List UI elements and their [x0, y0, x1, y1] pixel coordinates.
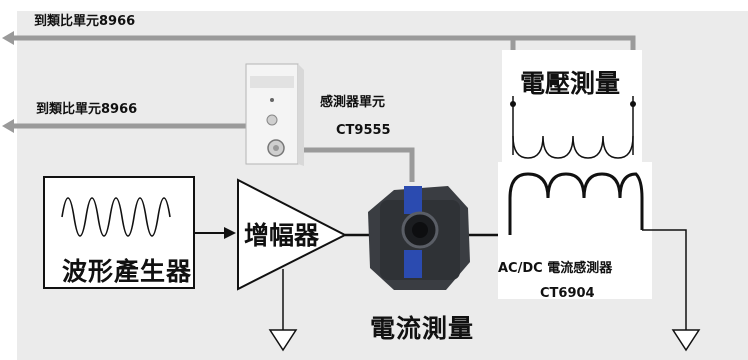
gen-to-amp-arrowhead	[224, 227, 236, 239]
mid-output-arrowhead	[2, 119, 14, 133]
current-measure-label: 電流測量	[370, 314, 475, 343]
current-coil	[508, 172, 644, 235]
voltage-measure-label: 電壓測量	[520, 69, 621, 98]
sensor-unit-label: 感測器單元	[320, 95, 386, 110]
voltage-node-left	[510, 101, 516, 107]
output-label-mid: 到類比單元8966	[36, 102, 138, 117]
voltage-node-right	[630, 101, 636, 107]
top-output-arrowhead	[2, 31, 14, 45]
current-probe-body	[368, 186, 470, 290]
sine-wave	[61, 197, 171, 237]
amplifier-label: 增幅器	[244, 221, 320, 250]
voltage-coil	[512, 135, 634, 159]
ct6904-frame	[498, 162, 652, 299]
sensor-unit-device	[245, 63, 304, 166]
output-label-top: 到類比單元8966	[34, 14, 136, 29]
right-ground-symbol	[671, 329, 701, 352]
amplifier-triangle	[237, 178, 348, 291]
generator-box	[43, 176, 195, 289]
sensor-cable	[286, 147, 415, 182]
generator-label: 波形產生器	[62, 257, 193, 286]
sensor-model-label: CT9555	[336, 123, 391, 138]
probe-model-label: CT6904	[540, 286, 595, 301]
amp-ground-symbol	[268, 329, 298, 352]
probe-output-wire	[642, 229, 687, 330]
current-probe-label: AC/DC 電流感測器	[498, 261, 613, 276]
